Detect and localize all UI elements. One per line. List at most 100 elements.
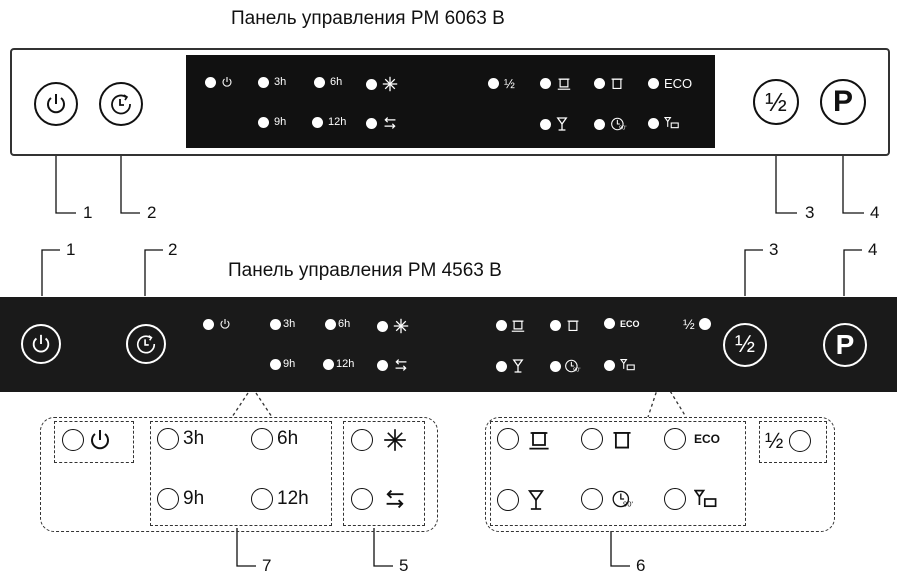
zoom-led-quick90: 90' <box>581 488 635 510</box>
led-12h-bottom: 12h <box>323 358 354 370</box>
power-icon <box>32 334 50 353</box>
delay-start-button-top[interactable] <box>99 82 143 126</box>
power-button-top[interactable] <box>34 82 78 126</box>
led-salt-top <box>366 76 398 92</box>
delay-start-button-bottom[interactable] <box>126 324 166 364</box>
rinse-aid-icon <box>386 489 404 509</box>
led-quick90-top: 90' <box>594 116 628 132</box>
callout-5: 5 <box>399 556 409 575</box>
zoom-indicator-box <box>343 421 425 526</box>
led-rinse-bottom <box>377 358 409 372</box>
zoom-led-half: ½ <box>765 428 815 454</box>
led-rinse-top <box>366 116 398 130</box>
half-load-button-top[interactable]: ½ <box>753 79 799 125</box>
led-normal-bottom <box>550 318 580 332</box>
svg-text:90': 90' <box>623 500 633 509</box>
salt-icon <box>382 76 398 92</box>
zoom-led-6h: 6h <box>251 428 298 450</box>
zoom-half-box <box>759 421 827 463</box>
led-quick90-bottom: 90' <box>550 358 582 374</box>
zoom-power-box <box>54 421 134 463</box>
led-normal-top <box>594 76 624 90</box>
power-icon <box>220 319 230 329</box>
bottom-panel-title: Панель управления PM 4563 B <box>228 260 502 281</box>
program-button-bottom[interactable]: P <box>823 323 867 367</box>
zoom-led-glass <box>497 488 545 512</box>
leader-5 <box>373 528 393 567</box>
led-intensive-top <box>540 76 572 90</box>
glass-icon <box>556 117 568 131</box>
callout-4-bottom: 4 <box>868 240 878 259</box>
pot-intensive-icon <box>557 78 571 90</box>
glass-pot-icon <box>620 359 635 371</box>
quick-90-icon: 90' <box>612 490 633 509</box>
callout-7: 7 <box>262 556 272 575</box>
salt-icon <box>393 318 409 334</box>
led-9h-top: 9h <box>258 116 286 128</box>
callout-1-top: 1 <box>83 203 93 222</box>
led-eco-top: ECO <box>648 76 692 91</box>
zoom-led-normal <box>581 428 633 450</box>
zoom-delay-box <box>150 421 332 526</box>
half-load-button-bottom[interactable]: ½ <box>723 323 767 367</box>
zoom-led-rinse <box>351 488 407 510</box>
led-3h-bottom: 3h <box>270 318 295 330</box>
leader-7 <box>236 528 256 567</box>
led-power-top <box>205 76 233 88</box>
power-icon <box>222 77 232 87</box>
power-icon <box>91 430 109 450</box>
led-power-bottom <box>203 318 231 330</box>
zoom-led-power <box>62 428 112 452</box>
leader-1-bottom <box>41 249 60 296</box>
leader-2-bottom <box>144 249 163 296</box>
led-6h-top: 6h <box>314 76 342 88</box>
led-half-bottom: ½ <box>683 316 716 332</box>
led-3h-top: 3h <box>258 76 286 88</box>
zoom-led-prewash <box>664 488 718 510</box>
svg-text:90': 90' <box>573 368 580 374</box>
zoom-led-eco: ECO <box>664 428 720 450</box>
callout-3-top: 3 <box>805 203 815 222</box>
glass-pot-icon <box>664 117 679 129</box>
callout-2-bottom: 2 <box>168 240 178 259</box>
pot-normal-icon <box>567 320 579 332</box>
pot-intensive-icon <box>511 320 525 332</box>
program-button-top[interactable]: P <box>820 79 866 125</box>
led-intensive-bottom <box>496 318 526 332</box>
top-display-area <box>186 55 715 148</box>
rinse-aid-icon <box>384 117 396 129</box>
leader-4-bottom <box>843 249 862 296</box>
zoom-led-intensive <box>497 428 551 450</box>
funnel-left-a <box>231 392 249 418</box>
led-half-top: ½ <box>488 76 515 91</box>
quick-90-icon: 90' <box>565 359 580 374</box>
led-eco-bottom: ECO <box>604 318 640 329</box>
pot-intensive-icon <box>529 432 549 450</box>
led-9h-bottom: 9h <box>270 358 295 370</box>
delay-timer-icon <box>136 335 156 354</box>
zoom-right-zone <box>485 417 835 532</box>
leader-3-bottom <box>744 249 763 296</box>
callout-2-top: 2 <box>147 203 157 222</box>
top-panel-title: Панель управления PM 6063 B <box>231 8 505 29</box>
glass-icon <box>512 359 524 373</box>
power-button-bottom[interactable] <box>21 324 61 364</box>
led-prewash-bottom <box>604 358 636 372</box>
zoom-led-9h: 9h <box>157 488 204 510</box>
delay-timer-icon <box>111 94 131 115</box>
led-glass-top <box>540 116 568 132</box>
led-12h-top: 12h <box>312 116 346 128</box>
leader-6 <box>610 531 630 567</box>
callout-3-bottom: 3 <box>769 240 779 259</box>
quick-90-icon: 90' <box>611 117 626 132</box>
zoom-left-zone <box>40 417 438 532</box>
callout-4-top: 4 <box>870 203 880 222</box>
rinse-aid-icon <box>395 359 407 371</box>
pot-normal-icon <box>611 78 623 90</box>
funnel-left-b <box>255 392 273 418</box>
pot-normal-icon <box>613 431 631 449</box>
salt-icon <box>384 429 406 451</box>
power-icon <box>47 94 65 114</box>
zoom-led-salt <box>351 428 407 452</box>
led-6h-bottom: 6h <box>325 318 350 330</box>
